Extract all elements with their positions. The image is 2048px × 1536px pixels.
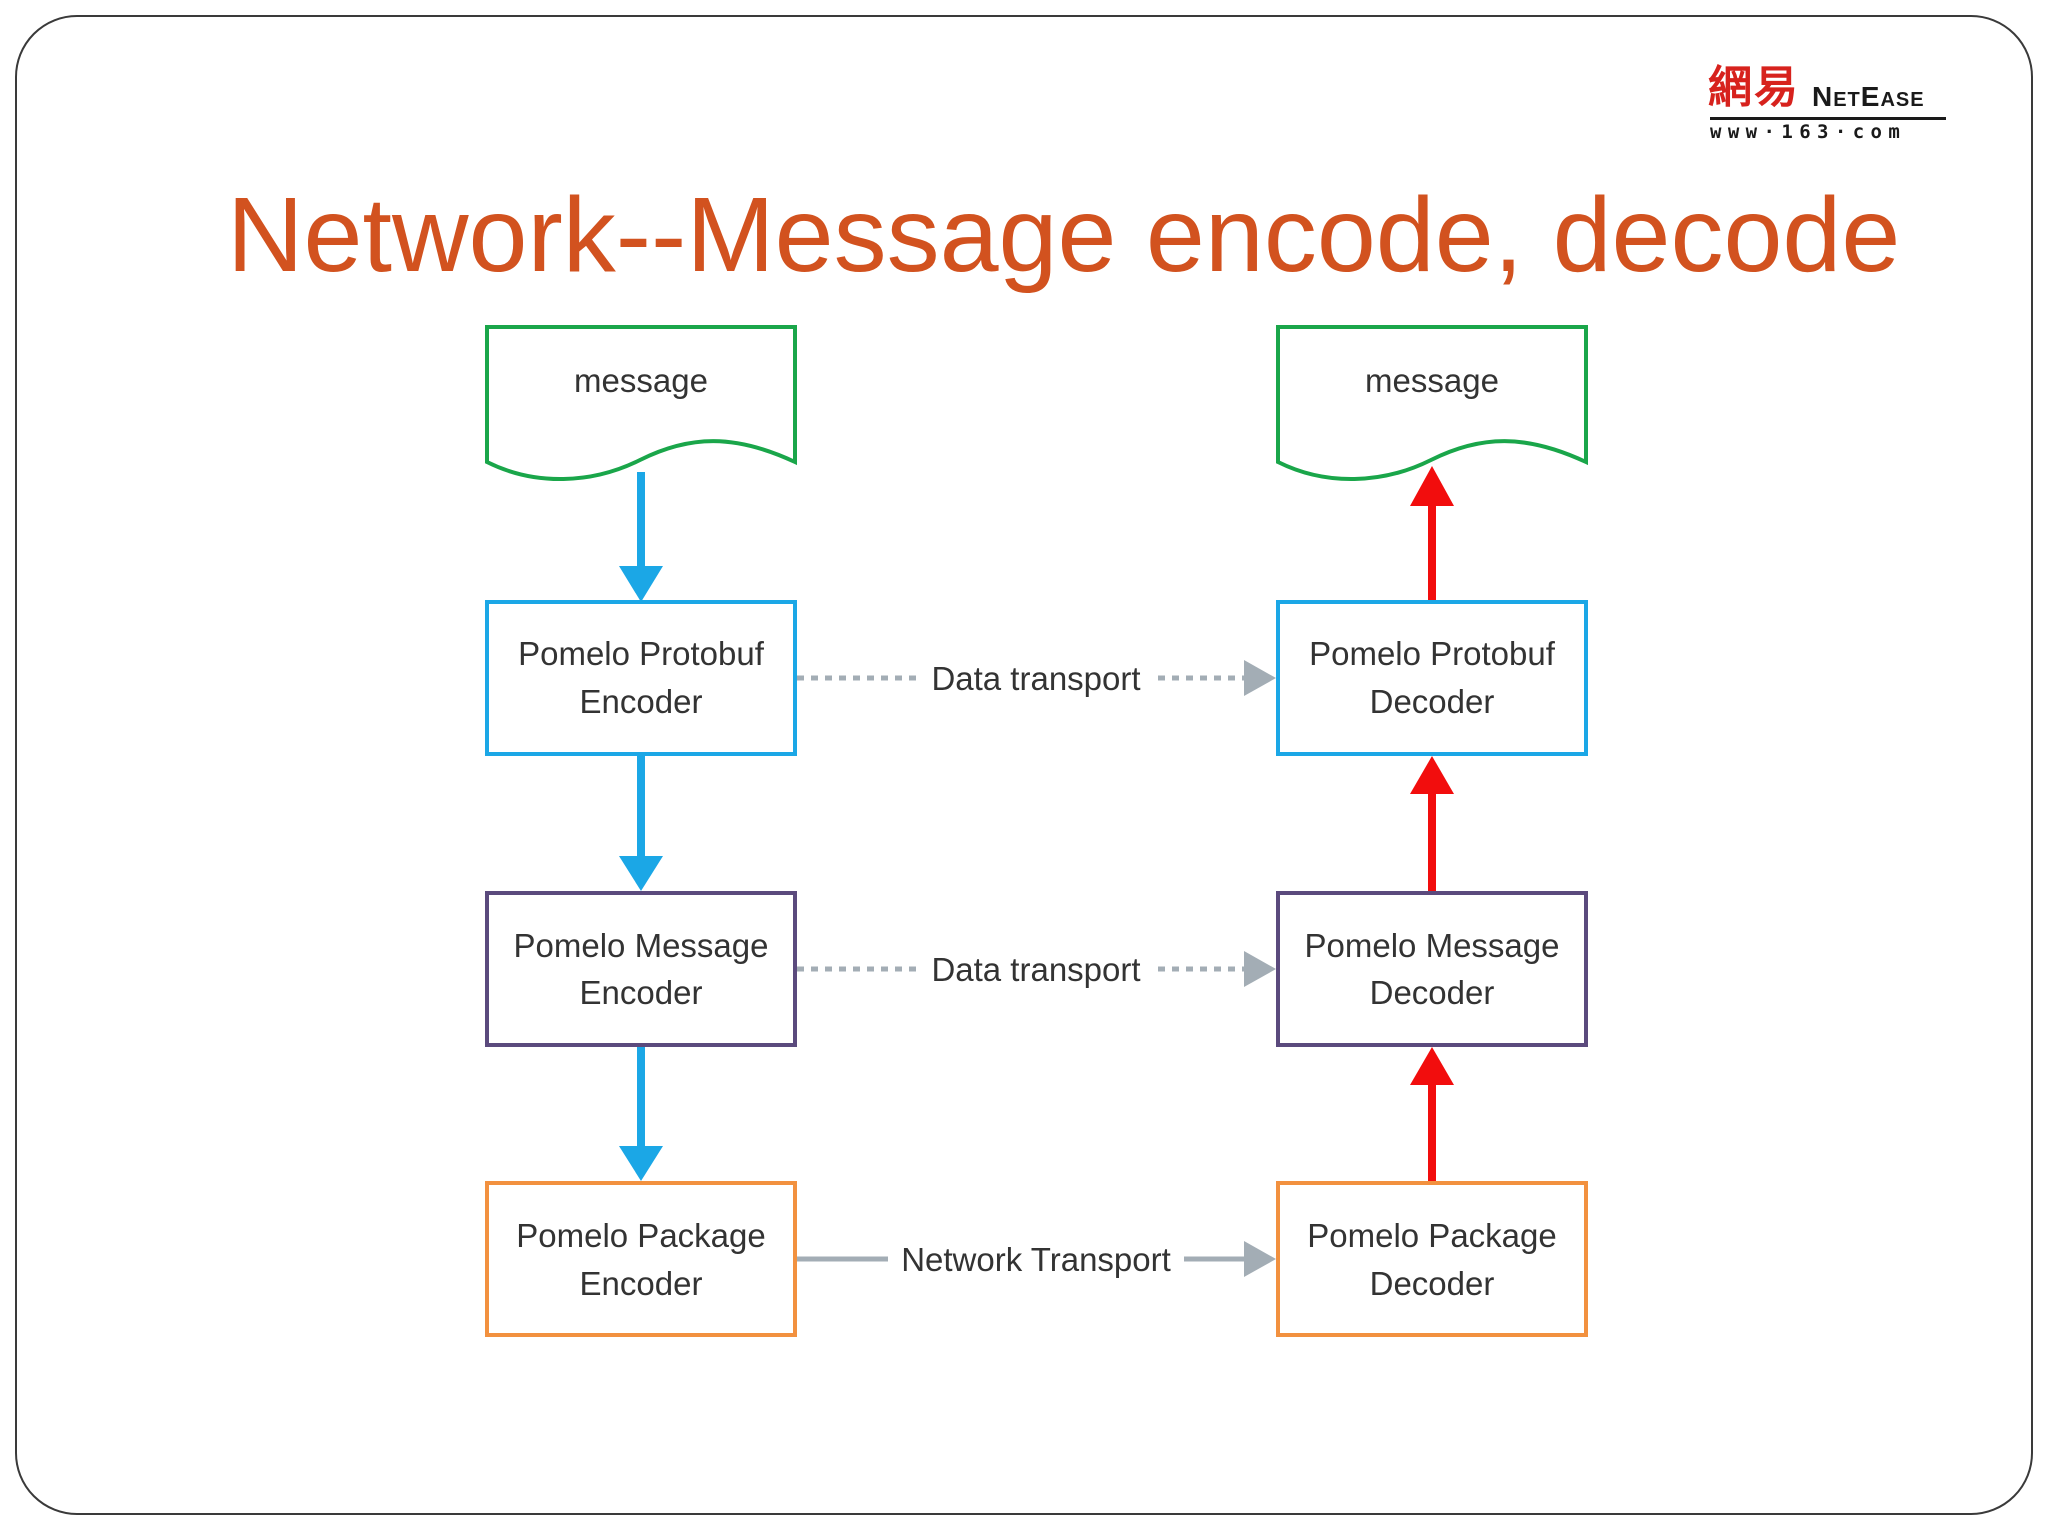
package-transport-label: Network Transport	[901, 1241, 1171, 1278]
message-encoder-label-line2: Encoder	[580, 974, 703, 1011]
package-decoder-label-line1: Pomelo Package	[1307, 1217, 1556, 1254]
package-encoder-label-line1: Pomelo Package	[516, 1217, 765, 1254]
package-encoder-box	[485, 1181, 797, 1337]
decoder-message-document	[1276, 325, 1588, 482]
protobuf-transport-label: Data transport	[931, 660, 1140, 697]
decoder-message-label: message	[1365, 362, 1499, 399]
logo-chinese-text: 網易	[1708, 62, 1800, 113]
protobuf-encoder-label-line2: Encoder	[580, 683, 703, 720]
encoder-message-document	[485, 325, 797, 482]
package-decoder-box	[1276, 1181, 1588, 1337]
encoder-message-label: message	[574, 362, 708, 399]
protobuf-decoder-box	[1276, 600, 1588, 756]
protobuf-encoder-label-line1: Pomelo Protobuf	[518, 635, 765, 672]
netease-logo: 網易 NetEase www·163·com	[1708, 62, 1948, 150]
encode-arrow-2	[619, 756, 663, 891]
message-transport-label: Data transport	[931, 951, 1140, 988]
package-transport-link	[797, 1241, 1276, 1277]
protobuf-decoder-label-line2: Decoder	[1370, 683, 1495, 720]
logo-brand-text: NetEase	[1812, 81, 1925, 112]
package-decoder-label-line2: Decoder	[1370, 1265, 1495, 1302]
encode-arrow-3	[619, 1047, 663, 1181]
slide-title: Network--Message encode, decode	[227, 176, 1901, 294]
message-decoder-label-line1: Pomelo Message	[1305, 927, 1560, 964]
message-encoder-box	[485, 891, 797, 1047]
package-encoder-label-line2: Encoder	[580, 1265, 703, 1302]
protobuf-decoder-label-line1: Pomelo Protobuf	[1309, 635, 1556, 672]
protobuf-transport-link	[797, 660, 1276, 696]
logo-url-text: www·163·com	[1710, 121, 1907, 143]
logo-divider	[1710, 117, 1946, 120]
decode-arrow-3	[1410, 1047, 1454, 1181]
message-transport-link	[797, 951, 1276, 987]
slide-frame	[15, 15, 2033, 1515]
decode-arrow-2	[1410, 756, 1454, 891]
decode-arrow-1	[1410, 466, 1454, 600]
encode-arrow-1	[619, 472, 663, 602]
message-decoder-label-line2: Decoder	[1370, 974, 1495, 1011]
protobuf-encoder-box	[485, 600, 797, 756]
message-decoder-box	[1276, 891, 1588, 1047]
message-encoder-label-line1: Pomelo Message	[514, 927, 769, 964]
